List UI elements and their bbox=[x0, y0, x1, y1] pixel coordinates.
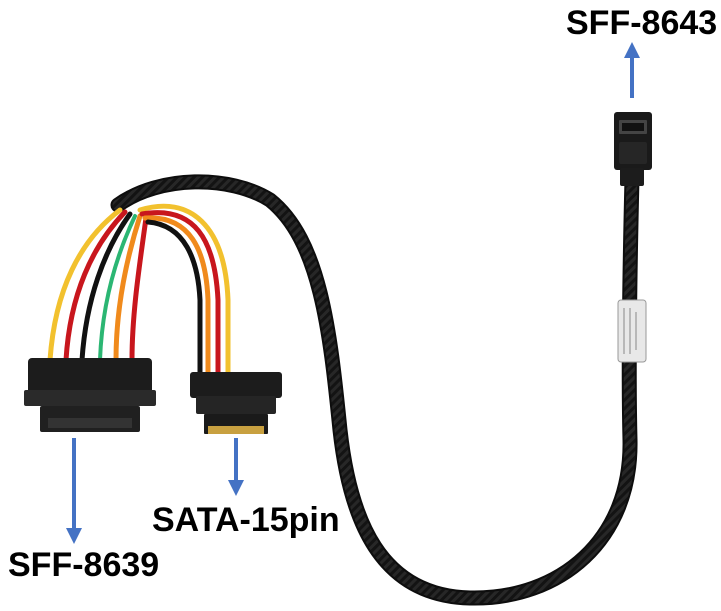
label-sff-8643: SFF-8643 bbox=[566, 4, 718, 42]
main-cable-braid bbox=[112, 172, 638, 604]
wire-bundle-8639 bbox=[47, 207, 149, 363]
cable-label-sleeve bbox=[617, 299, 647, 363]
sff-8639-connector bbox=[24, 358, 156, 432]
label-sata-15pin: SATA-15pin bbox=[152, 501, 340, 539]
label-sff-8639: SFF-8639 bbox=[8, 546, 160, 584]
wire-bundle-sata bbox=[137, 203, 231, 378]
sata-15pin-connector bbox=[190, 372, 282, 434]
sff-8643-connector bbox=[614, 112, 652, 186]
